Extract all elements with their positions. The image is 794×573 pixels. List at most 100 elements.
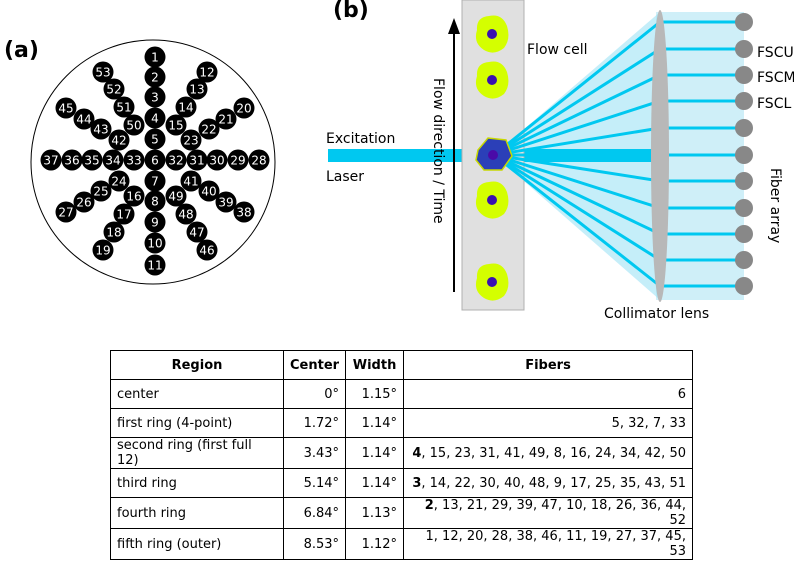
fiber-7 [144, 170, 166, 192]
fiber-label-36: 36 [64, 154, 79, 168]
fiber-end-5 [735, 119, 753, 137]
fiber-label-27: 27 [58, 206, 73, 220]
table-row: third ring 5.14° 1.14° 3, 14, 22, 30, 40… [110, 468, 693, 498]
panel-a-label: (a) [4, 38, 39, 63]
cell-center: 1.72° [282, 408, 347, 438]
fiber-label-16: 16 [126, 190, 141, 204]
fibers-bold: 3 [412, 475, 422, 491]
ray-5 [493, 126, 661, 157]
cell-region: fifth ring (outer) [110, 528, 284, 560]
fiber-end-9 [735, 225, 753, 243]
fiber-27 [55, 201, 77, 223]
fibers-rest: , 15, 23, 31, 41, 49, 8, 16, 24, 34, 42,… [421, 445, 686, 461]
fibers-rest: , 14, 22, 30, 40, 48, 9, 17, 25, 35, 43,… [421, 475, 686, 491]
fiber-label-41: 41 [183, 175, 198, 189]
cell-region: second ring (first full 12) [110, 437, 284, 469]
fiber-end-2 [735, 40, 753, 58]
fiber-33 [123, 149, 145, 171]
fiber-41 [180, 170, 202, 192]
fiber-18 [103, 221, 125, 243]
table-row: fifth ring (outer) 8.53° 1.12° 1, 12, 20… [110, 528, 693, 560]
fiber-label-29: 29 [230, 154, 245, 168]
ray-7 [493, 153, 661, 183]
fiber-label-28: 28 [251, 154, 266, 168]
fiber-28 [248, 149, 270, 171]
fiber-label-53: 53 [95, 66, 110, 80]
fiber-label-24: 24 [111, 175, 126, 189]
cell-width: 1.14° [345, 468, 405, 498]
fiber-label-11: 11 [147, 259, 162, 273]
fibers-bold: 2 [424, 498, 434, 513]
flow-cell-label: Flow cell [527, 42, 588, 58]
fiber-42 [108, 129, 130, 151]
fiber-10 [144, 232, 166, 254]
header-center: Center [282, 350, 347, 380]
fiber-label-49: 49 [168, 190, 183, 204]
ray-9 [493, 153, 661, 236]
fiber-label-32: 32 [168, 154, 183, 168]
fiber-label-52: 52 [106, 83, 121, 97]
fiber-bundle-diagram: 1234567891011121314151617181920212223242… [30, 39, 276, 285]
fiber-label-12: 12 [199, 66, 214, 80]
fiber-label-10: 10 [147, 237, 162, 251]
fiber-group: 1234567891011121314151617181920212223242… [40, 46, 270, 276]
cell-fibers: 4, 15, 23, 31, 41, 49, 8, 16, 24, 34, 42… [403, 437, 693, 469]
fiber-20 [233, 97, 255, 119]
fiber-15 [165, 114, 187, 136]
fiber-label-2: 2 [151, 71, 159, 85]
fiber-38 [233, 201, 255, 223]
fiber-45 [55, 97, 77, 119]
table-row: first ring (4-point) 1.72° 1.14° 5, 32, … [110, 408, 693, 438]
fiber-3 [144, 86, 166, 108]
cell-width: 1.13° [345, 497, 405, 529]
fibers-bold: 4 [412, 445, 422, 461]
header-fibers: Fibers [403, 350, 693, 380]
fiber-label-1: 1 [151, 51, 159, 65]
fscl-label: FSCL [757, 96, 791, 112]
region-table: Region Center Width Fibers center 0° 1.1… [110, 350, 693, 560]
header-region: Region [110, 350, 284, 380]
fiber-label-4: 4 [151, 112, 159, 126]
flow-arrow-head [448, 18, 460, 34]
fiber-36 [61, 149, 83, 171]
fibers-rest: 5, 32, 7, 33 [611, 415, 686, 431]
fiber-label-44: 44 [76, 113, 91, 127]
cell-group [475, 15, 513, 301]
fiber-29 [227, 149, 249, 171]
fiber-9 [144, 211, 166, 233]
cell-region: first ring (4-point) [110, 408, 284, 438]
fiber-label-47: 47 [189, 226, 204, 240]
fiber-label-40: 40 [201, 185, 216, 199]
fiber-label-50: 50 [126, 119, 141, 133]
fiber-label-42: 42 [111, 134, 126, 148]
fiber-label-31: 31 [189, 154, 204, 168]
cell-region: third ring [110, 468, 284, 498]
fiber-2 [144, 66, 166, 88]
fiber-label-38: 38 [236, 206, 251, 220]
fiber-label-46: 46 [199, 244, 214, 258]
collimator-lens-label: Collimator lens [604, 306, 709, 322]
fiber-label-6: 6 [151, 154, 159, 168]
cell-region: center [110, 379, 284, 409]
cell-fibers: 1, 12, 20, 28, 38, 46, 11, 19, 27, 37, 4… [403, 528, 693, 560]
fiber-46 [196, 239, 218, 261]
ray-group [493, 20, 661, 288]
cell-nucleus-3 [487, 195, 497, 205]
fibers-rest: 1, 12, 20, 28, 38, 46, 11, 19, 27, 37, 4… [425, 529, 686, 559]
cell-width: 1.14° [345, 437, 405, 469]
fiber-51 [113, 96, 135, 118]
fiber-end-6 [735, 146, 753, 164]
fiber-34 [102, 149, 124, 171]
header-width: Width [345, 350, 405, 380]
fiber-25 [90, 180, 112, 202]
fiber-end-11 [735, 277, 753, 295]
fiber-end-group [735, 13, 753, 295]
fiber-label-15: 15 [168, 119, 183, 133]
fiber-50 [123, 114, 145, 136]
fiber-16 [123, 185, 145, 207]
flow-cell-diagram: Flow cell Flow direction / Time Excitati… [326, 0, 794, 322]
fiber-label-26: 26 [76, 196, 91, 210]
fiber-label-21: 21 [218, 113, 233, 127]
fiber-43 [90, 118, 112, 140]
fiber-label-48: 48 [178, 208, 193, 222]
